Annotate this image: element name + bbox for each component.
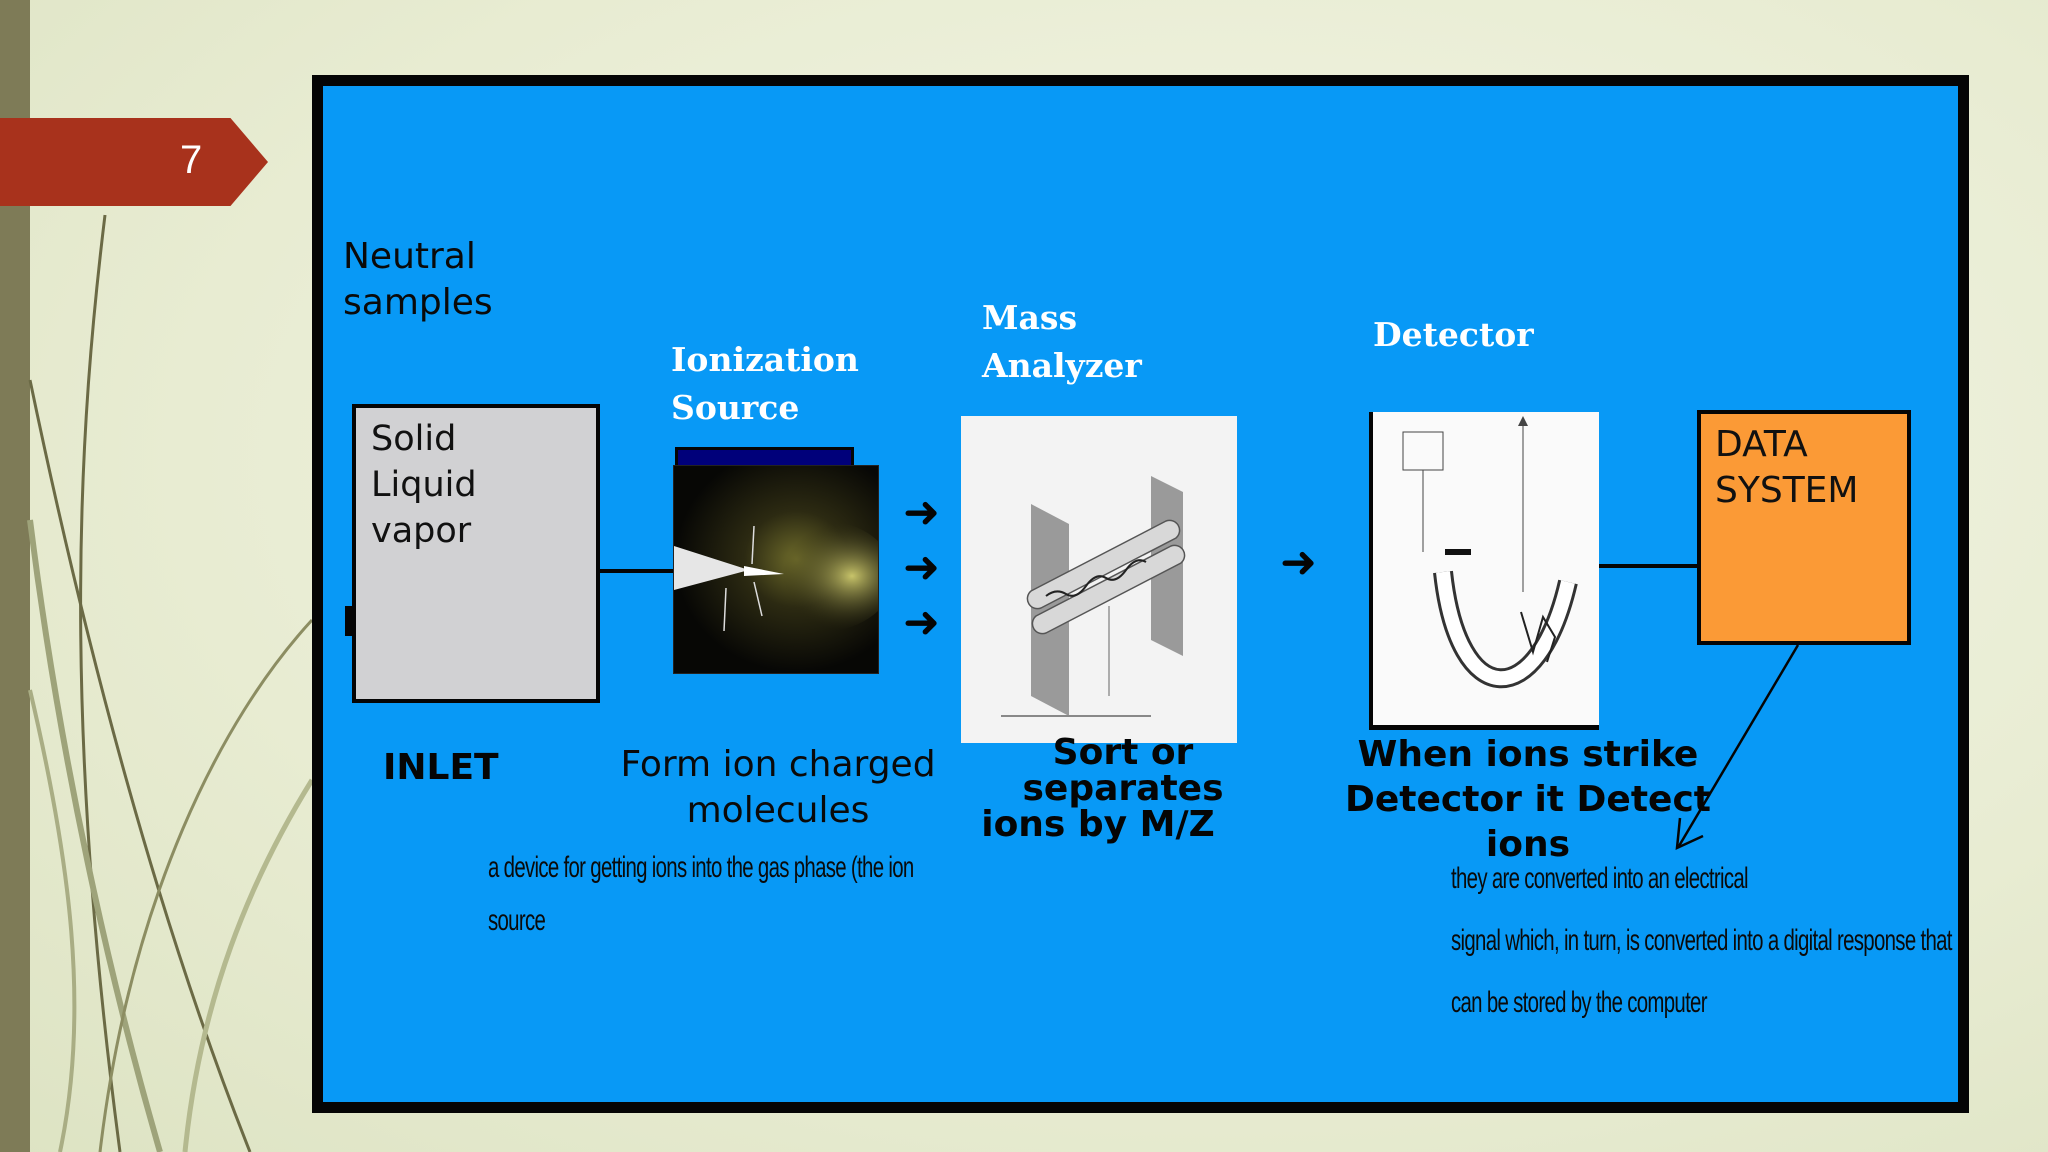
detector-connector [1599,564,1699,568]
inlet-connector [600,569,676,573]
inlet-port [345,606,354,636]
slide-number: 7 [180,138,203,182]
ionization-note: a device for getting ions into the gas p… [488,851,914,937]
data-system-box: DATA SYSTEM [1697,410,1911,645]
ionization-source-image [673,465,879,674]
slide-number-tag [0,118,268,206]
ionization-caption: Form ion charged molecules [620,744,936,831]
detector-caption: When ions strike Detector it Detect ions [1344,734,1712,865]
detector-label: Detector [1373,315,1534,354]
inlet-box: Solid Liquid vapor [352,404,600,703]
electrospray-plume-illustration [674,521,878,632]
mass-analyzer-image [961,416,1237,743]
inlet-caption: INLET [383,747,499,788]
arrow-right-icon: ➜ [1280,537,1317,588]
detector-note: they are converted into an electrical si… [1451,862,1952,1019]
arrow-right-icon: ➜ [903,487,940,538]
arrow-right-icon: ➜ [903,542,940,593]
decorative-curves [27,214,315,1152]
electron-multiplier-illustration [1402,416,1578,689]
detector-image [1369,412,1599,730]
quadrupole-illustration [1001,476,1186,717]
ionization-source-label: Ionization Source [671,340,859,427]
diagram-panel: Neutral samples Ionization Source Mass A… [312,75,1969,1113]
neutral-samples-label: Neutral samples [343,236,493,323]
mass-analyzer-label: Mass Analyzer [982,298,1142,385]
arrow-right-icon: ➜ [903,597,940,648]
analyzer-caption: Sort or separates ions by M/Z [981,732,1224,845]
